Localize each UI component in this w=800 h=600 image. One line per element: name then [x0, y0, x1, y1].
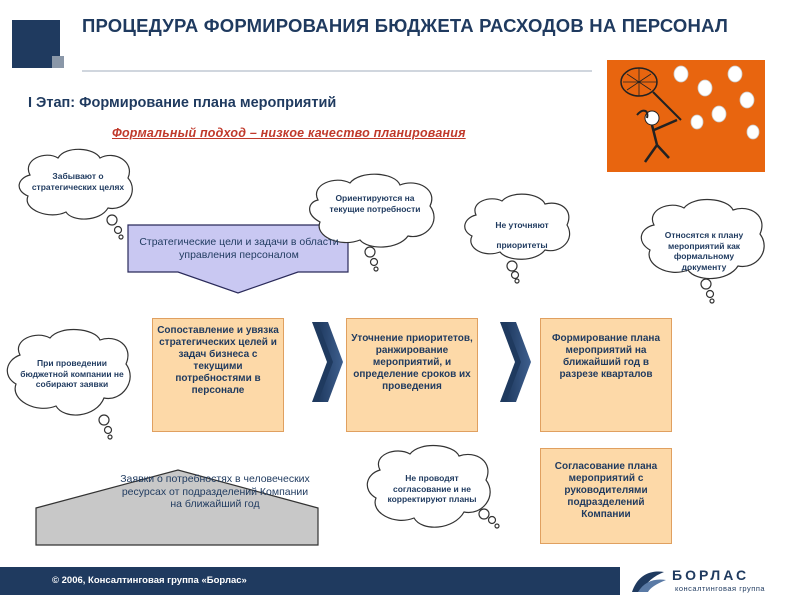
stage-heading: I Этап: Формирование плана мероприятий	[28, 95, 337, 111]
thought-cloud-icon	[464, 193, 571, 284]
net-catching-ideas-illustration	[607, 60, 765, 172]
process-box-matching: Сопоставление и увязка стратегических це…	[152, 318, 284, 432]
thought-cloud-icon	[366, 445, 500, 529]
footer-copyright: © 2006, Консалтинговая группа «Борлас»	[52, 575, 247, 586]
process-box-prioritizing: Уточнение приоритетов, ранжирование меро…	[346, 318, 478, 432]
brand-name: БОРЛАС	[672, 567, 750, 583]
cloud-current-needs: Ориентируются на текущие потребности	[329, 193, 421, 214]
cloud-no-requests: При проведении бюджетной компании не соб…	[20, 358, 124, 389]
cloud-no-agreement: Не проводят согласование и не корректиру…	[387, 473, 477, 504]
process-box-plan-forming: Формирование плана мероприятий на ближай…	[540, 318, 672, 432]
chevron-arrow-2	[500, 322, 531, 402]
strategic-goals-label: Стратегические цели и задачи в области у…	[139, 236, 339, 261]
cloud-forget-goals: Забывают о стратегических целях	[31, 171, 125, 192]
thought-cloud-icon	[309, 173, 435, 272]
brand-subtitle: консалтинговая группа	[675, 584, 766, 593]
requests-arrow	[35, 469, 319, 546]
thought-cloud-icon	[640, 199, 765, 304]
page-title: ПРОЦЕДУРА ФОРМИРОВАНИЯ БЮДЖЕТА РАСХОДОВ …	[82, 15, 729, 36]
cloud-no-priorities: Не уточняют приоритеты	[495, 220, 549, 250]
thought-cloud-icon	[18, 148, 133, 240]
cloud-formal-document: Относятся к плану мероприятий как формал…	[664, 230, 744, 272]
thought-cloud-icon	[6, 328, 131, 440]
subtitle: Формальный подход – низкое качество план…	[112, 126, 466, 140]
footer-bar	[0, 567, 620, 595]
requests-label: Заявки о потребностях в человеческих рес…	[120, 473, 310, 510]
title-divider	[82, 70, 592, 72]
borlas-logo-icon	[632, 571, 666, 592]
logo-square-icon	[12, 20, 64, 68]
process-box-approval: Согласование плана мероприятий с руковод…	[540, 448, 672, 544]
chevron-arrow-1	[312, 322, 343, 402]
